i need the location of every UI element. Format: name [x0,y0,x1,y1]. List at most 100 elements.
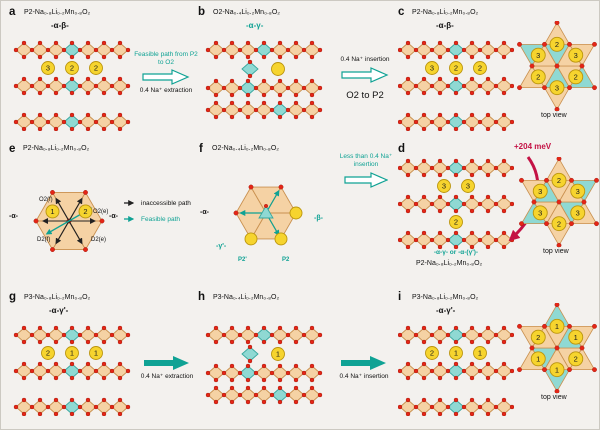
oxygen-atom [37,375,43,381]
oxygen-atom [421,361,427,367]
oxygen-atom [453,339,459,345]
oxygen-atom [413,165,419,171]
oxygen-atom [429,404,435,410]
panel-f-letter: f [199,143,203,155]
oxygen-atom [245,92,251,98]
na-ion [532,183,548,199]
oxygen-atom [529,63,535,69]
na-ion [425,61,439,75]
oxygen-atom [45,404,51,410]
oxygen-atom [509,404,514,410]
oxygen-atom [101,90,107,96]
oxygen-atom [453,40,459,46]
oxygen-atom [421,54,427,60]
oxygen-atom [221,332,227,338]
panel-e-title: P2-Na₀.₈Li₀.₂Mn₀.₈O₂ [23,145,90,152]
oxygen-atom [45,47,51,53]
oxygen-atom [269,85,275,91]
oxygen-atom [485,76,491,82]
oxygen-atom [542,85,547,91]
oxygen-atom [277,114,283,120]
na-ion [568,351,584,367]
oxygen-atom [501,54,507,60]
oxygen-atom [398,404,403,410]
right-arrow-solid-icon [144,356,189,370]
oxygen-atom [301,332,307,338]
li-polyhedron [241,346,259,362]
oxygen-atom [53,361,59,367]
oxygen-atom [485,375,491,381]
oxygen-atom [261,92,267,98]
oxygen-atom [53,397,59,403]
oxygen-atom [293,339,299,345]
oxygen-atom [485,126,491,131]
oxygen-atom [405,40,411,46]
oxygen-atom [461,83,467,89]
na-ion [570,183,586,199]
oxygen-atom [398,237,403,243]
teal-arrow-icon [124,216,135,222]
oxygen-atom [429,165,435,171]
na-site-number: 2 [46,349,50,358]
na-ion [274,232,288,246]
na-ion [78,204,93,219]
oxygen-atom [21,339,27,345]
oxygen-atom [69,325,75,331]
oxygen-atom [293,325,299,331]
oxygen-atom [453,361,459,367]
oxygen-atom [85,397,91,403]
oxygen-atom [437,397,443,403]
oxygen-atom [261,54,267,60]
gamma-label: -γ'- [216,243,227,250]
legend-inaccessible-label: inaccessible path [141,199,191,207]
na-ion [530,69,546,85]
oxygen-atom [429,368,435,374]
oxygen-atom [429,201,435,207]
oxygen-atom [554,345,560,351]
na-ion [45,204,60,219]
oxygen-atom [125,404,131,410]
oxygen-atom [567,367,572,373]
oxygen-atom [245,114,251,120]
na-site-number: 2 [454,218,458,227]
oxygen-atom [493,368,499,374]
oxygen-atom [293,399,299,405]
oxygen-atom [269,47,275,53]
oxygen-atom [469,230,475,236]
oxygen-atom [293,114,299,120]
oxygen-atom [213,385,219,391]
oxygen-atom [309,377,315,383]
oxygen-atom [453,244,459,249]
na-ion [89,61,103,75]
oxygen-atom [69,76,75,82]
oxygen-atom [579,345,585,351]
oxygen-atom [77,119,83,125]
oxygen-atom [413,83,419,89]
oxygen-atom [109,368,115,374]
oxygen-atom [421,397,427,403]
oxygen-atom [261,385,267,391]
oxygen-atom [517,367,522,373]
oxygen-atom [437,40,443,46]
oxygen-atom [237,392,243,398]
oxygen-atom [237,107,243,113]
oxygen-atom [247,358,253,364]
panel-c-phase-label: -α-β- [436,21,454,30]
oxygen-atom [493,404,499,410]
na-site-number: 2 [454,64,458,73]
oxygen-atom [213,399,219,405]
na-ion [568,329,584,345]
oxygen-atom [301,392,307,398]
panel-f-topview-lattice [233,184,303,246]
oxygen-atom [421,90,427,96]
na-ion [449,215,463,229]
oxygen-atom [261,339,267,345]
oxygen-atom [317,332,323,338]
oxygen-atom [37,112,43,118]
oxygen-atom [429,83,435,89]
oxygen-atom [469,90,475,96]
oxygen-atom [21,76,27,82]
oxygen-atom [309,399,315,405]
na-ion [549,362,565,378]
